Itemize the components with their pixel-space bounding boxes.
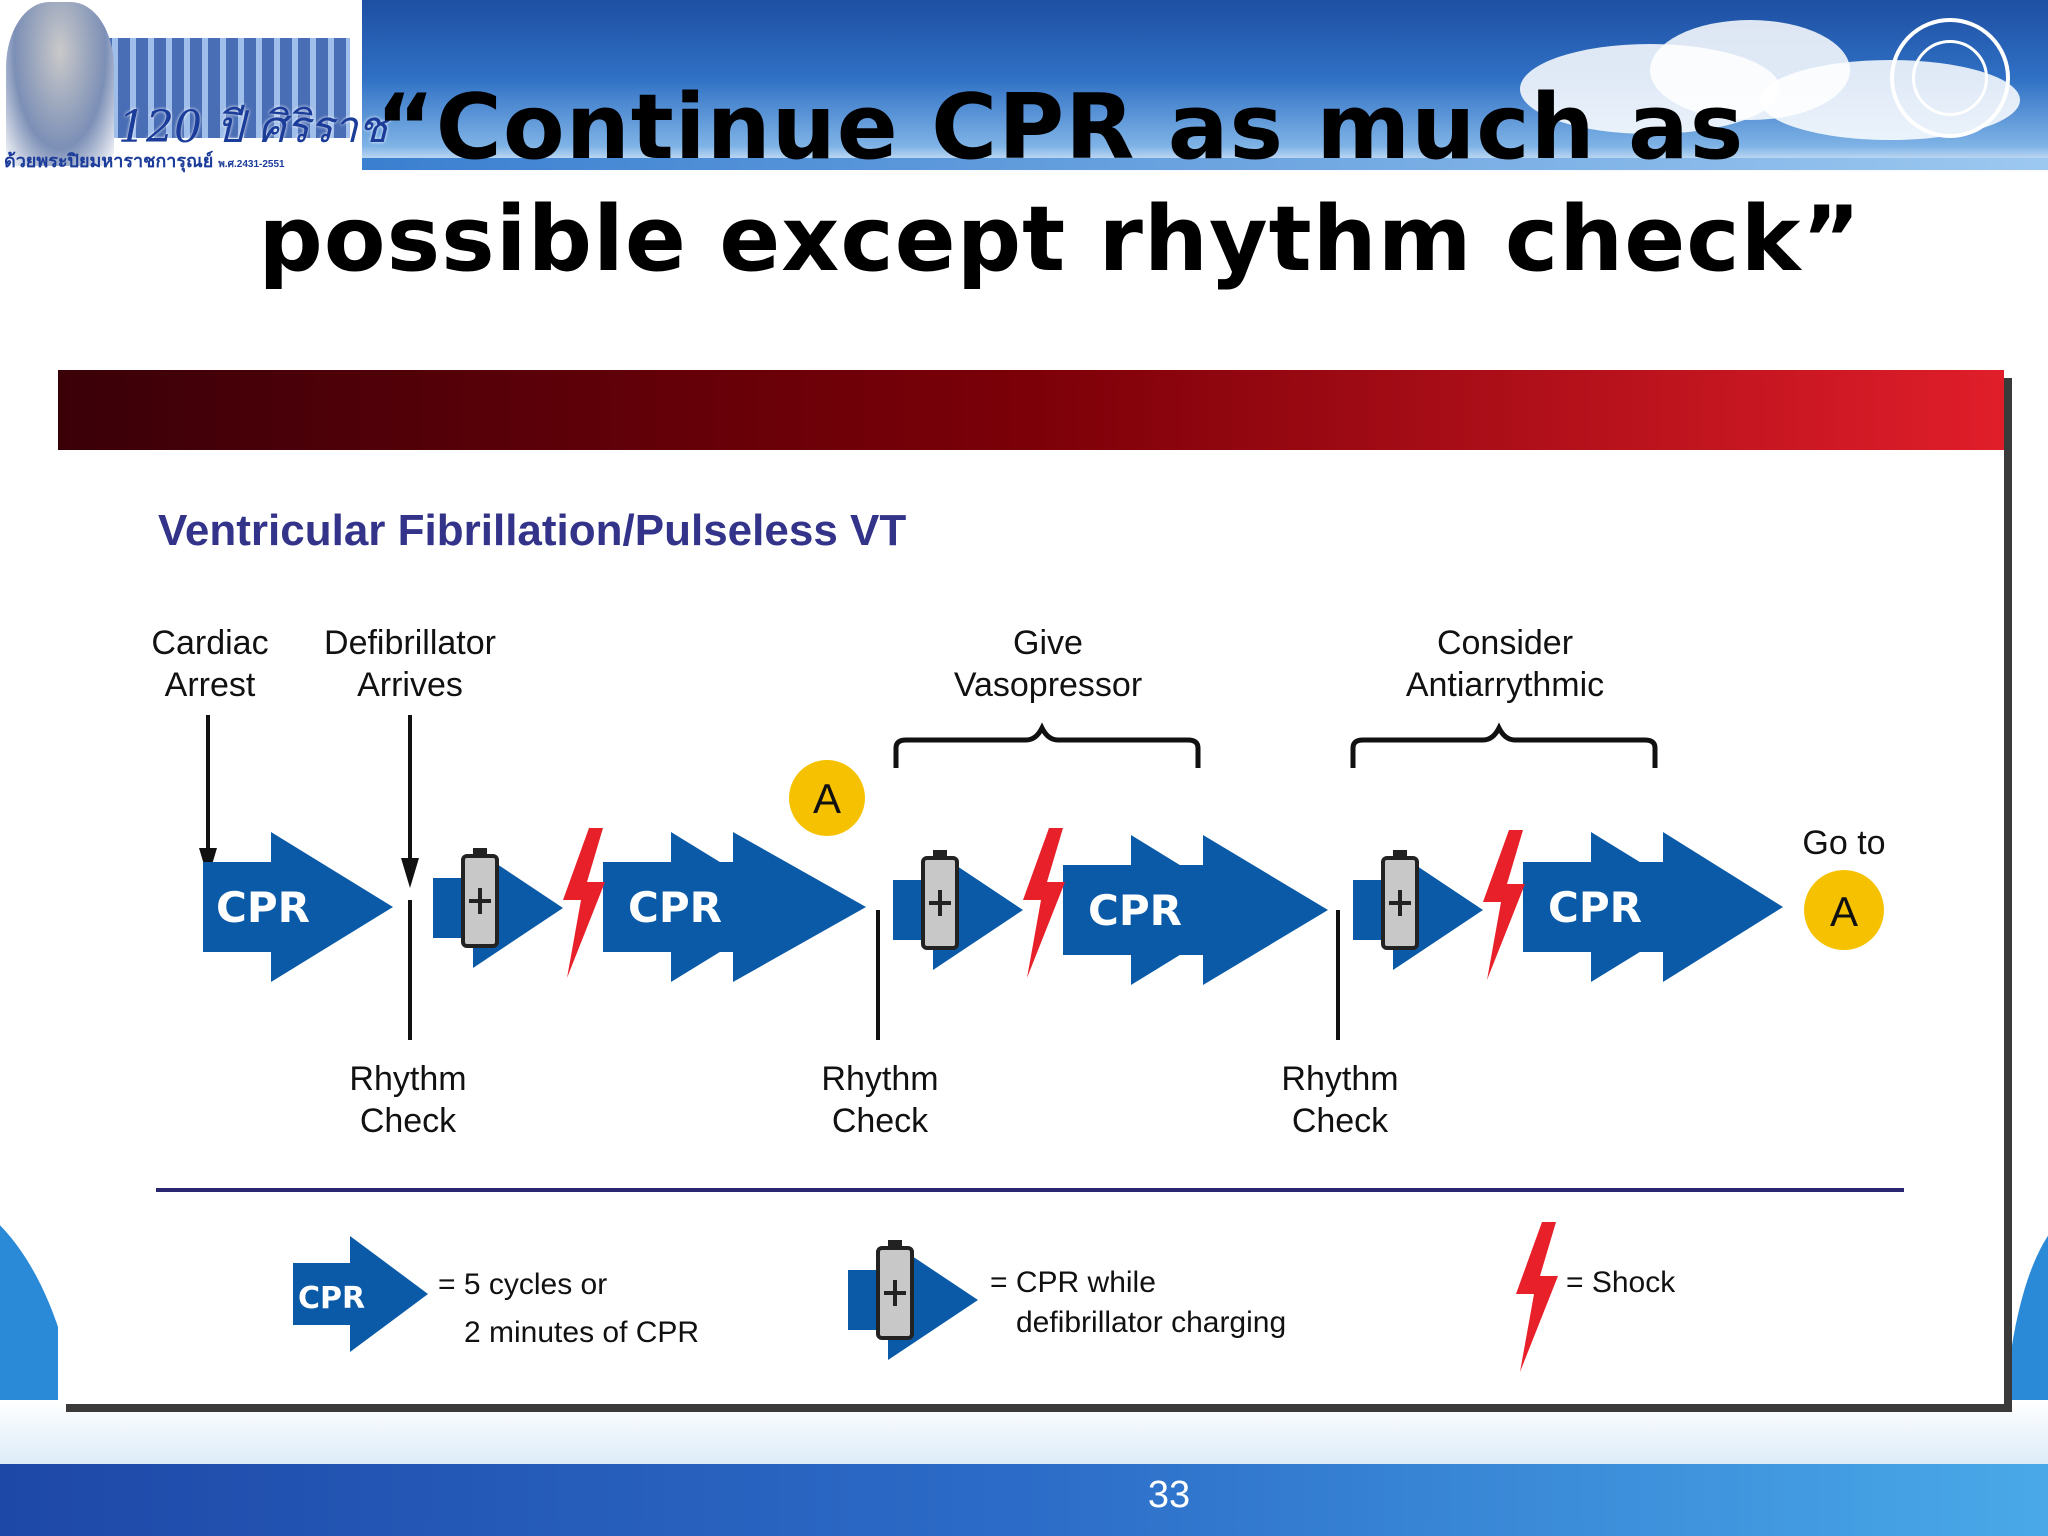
cpr-arrow-2-body <box>603 862 733 952</box>
cpr-label-3: CPR <box>1088 886 1182 935</box>
header-strip <box>360 158 2048 170</box>
legend-shock-text: = Shock <box>1566 1266 1676 1299</box>
legend-shock-bolt-icon <box>1516 1222 1558 1372</box>
cpr-label-1: CPR <box>216 883 310 932</box>
seal-inner-ring <box>1912 40 1988 116</box>
legend-charging-text-1: = CPR while <box>990 1266 1156 1299</box>
cpr-arrow-4-body <box>1523 862 1663 952</box>
legend-cpr-text-1: = 5 cycles or <box>438 1268 607 1301</box>
a-marker-circle <box>789 760 865 836</box>
cpr-arrow-2-head <box>733 832 866 982</box>
cpr-label-4: CPR <box>1548 883 1642 932</box>
give-vasopressor-label-1: Give <box>1013 624 1083 662</box>
slide-title: “Continue CPR as much as possible except… <box>258 75 1862 292</box>
rhythm-check-ticks <box>408 900 1340 1040</box>
goto-a-marker-label: A <box>1830 888 1858 935</box>
give-vasopressor-label-2: Vasopressor <box>954 666 1142 704</box>
king-portrait-image <box>6 2 114 166</box>
cpr-arrow-4-head <box>1663 832 1783 982</box>
shock-bolt-icon-3 <box>1483 830 1525 980</box>
consider-antiarrythmic-label-2: Antiarrythmic <box>1406 666 1604 704</box>
shock-bolt-icon-2 <box>1023 828 1065 978</box>
a-marker-label: A <box>813 775 841 822</box>
rhythm-check-3-line1: Rhythm <box>1281 1060 1398 1098</box>
siriraj-logo: 120 ปี ศิริราช ด้วยพระปิยมหาราชการุณย์ พ… <box>0 0 388 178</box>
logo-years-text: พ.ศ.2431-2551 <box>218 159 285 170</box>
hospital-buildings-image <box>100 38 350 138</box>
legend-cpr-icon: CPR <box>293 1236 428 1352</box>
event-pointers <box>206 715 412 868</box>
cpr-arrow-3-body <box>1063 865 1203 955</box>
consider-antiarrythmic-label-1: Consider <box>1437 624 1573 662</box>
defibrillator-arrives-label-2: Arrives <box>357 666 463 704</box>
legend-charging-text-2: defibrillator charging <box>1016 1306 1286 1339</box>
cardiac-arrest-label-2: Arrest <box>165 666 256 704</box>
rhythm-check-2-line1: Rhythm <box>821 1060 938 1098</box>
charging-arrow-2 <box>891 848 1025 972</box>
faculty-seal-icon <box>1890 18 2010 138</box>
acls-figure: Ventricular Fibrillation/Pulseless VT Ca… <box>58 370 2004 1404</box>
rhythm-check-1-line1: Rhythm <box>349 1060 466 1098</box>
legend-charging-icon <box>846 1238 980 1362</box>
goto-a-marker-circle <box>1804 870 1884 950</box>
charging-arrow-1 <box>431 846 565 970</box>
charging-arrow-3 <box>1351 848 1485 972</box>
cpr-label-2: CPR <box>628 883 722 932</box>
page-number: 33 <box>1147 1474 1191 1516</box>
defibrillator-arrowhead <box>401 858 419 888</box>
defibrillator-arrives-label-1: Defibrillator <box>324 624 496 662</box>
figure-header-bar <box>58 370 2004 450</box>
rhythm-check-3-line2: Check <box>1292 1102 1389 1140</box>
vf-vt-diagram: Ventricular Fibrillation/Pulseless VT Ca… <box>151 506 1904 1372</box>
logo-tagline: ด้วยพระปิยมหาราชการุณย์ พ.ศ.2431-2551 <box>4 146 285 175</box>
legend-cpr-label: CPR <box>298 1281 365 1316</box>
rhythm-check-1-line2: Check <box>360 1102 457 1140</box>
go-to-label: Go to <box>1802 824 1885 862</box>
rhythm-check-2-line2: Check <box>832 1102 929 1140</box>
diagram-title: Ventricular Fibrillation/Pulseless VT <box>158 506 906 555</box>
antiarrythmic-brace <box>1353 728 1655 768</box>
footer-bar <box>0 1464 2048 1536</box>
cardiac-arrest-label-1: Cardiac <box>151 624 268 662</box>
legend-cpr-text-2: 2 minutes of CPR <box>464 1316 699 1349</box>
vasopressor-brace <box>896 728 1198 768</box>
shock-bolt-icon-1 <box>563 828 605 978</box>
cpr-arrow-3-head <box>1203 835 1328 985</box>
logo-tagline-text: ด้วยพระปิยมหาราชการุณย์ <box>4 151 214 171</box>
logo-anniversary-text: 120 ปี ศิริราช <box>118 102 388 153</box>
